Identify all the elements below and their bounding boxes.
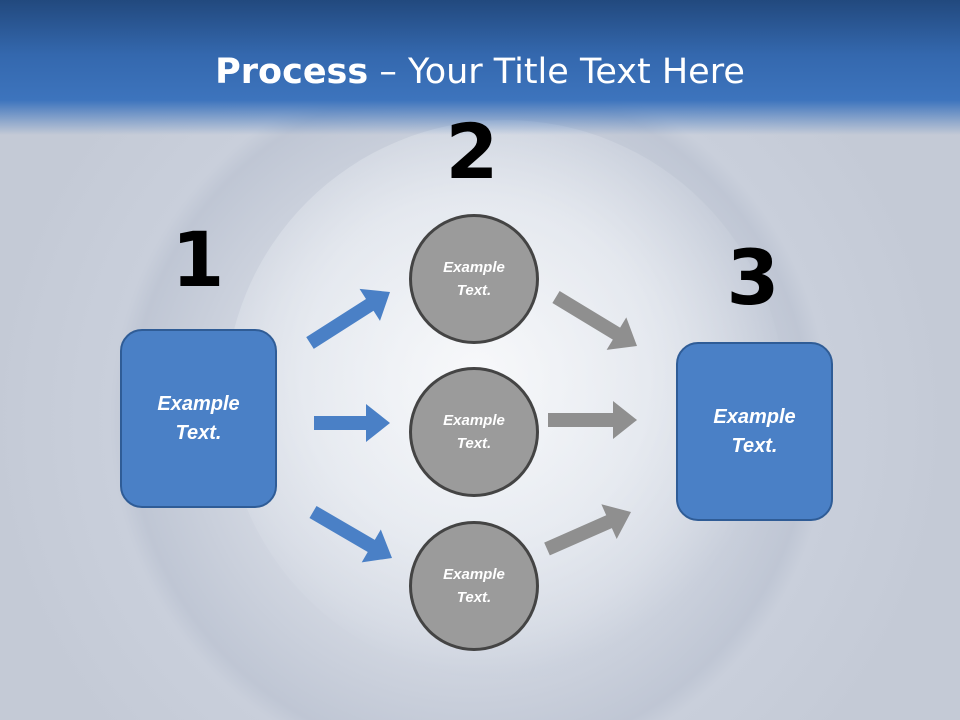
title-rest: – Your Title Text Here xyxy=(368,52,745,92)
step-number-3: 3 xyxy=(726,233,780,322)
step-number-2: 2 xyxy=(445,107,499,196)
arrow-grey-middle-icon xyxy=(548,401,637,439)
right-box-line1: Example xyxy=(713,405,796,428)
circle-text: Text. xyxy=(456,589,492,606)
circle-text: Example xyxy=(443,412,505,429)
arrow-grey-down-icon xyxy=(544,504,631,556)
slide-title: Process – Your Title Text Here xyxy=(0,52,960,92)
circle-text: Example xyxy=(443,259,505,276)
left-box-line2: Text. xyxy=(175,421,222,444)
title-bold: Process xyxy=(215,52,369,92)
arrow-blue-up-icon xyxy=(306,288,391,349)
arrow-grey-up-icon xyxy=(552,291,637,350)
right-box-line2: Text. xyxy=(731,434,778,457)
step-number-1: 1 xyxy=(171,215,225,304)
arrow-blue-middle-icon xyxy=(314,404,390,442)
title-bar xyxy=(0,0,960,135)
circle-text: Text. xyxy=(456,282,492,299)
circle-text: Example xyxy=(443,566,505,583)
circle-text: Text. xyxy=(456,435,492,452)
arrow-blue-down-icon xyxy=(309,505,392,563)
left-box-line1: Example xyxy=(157,392,240,415)
